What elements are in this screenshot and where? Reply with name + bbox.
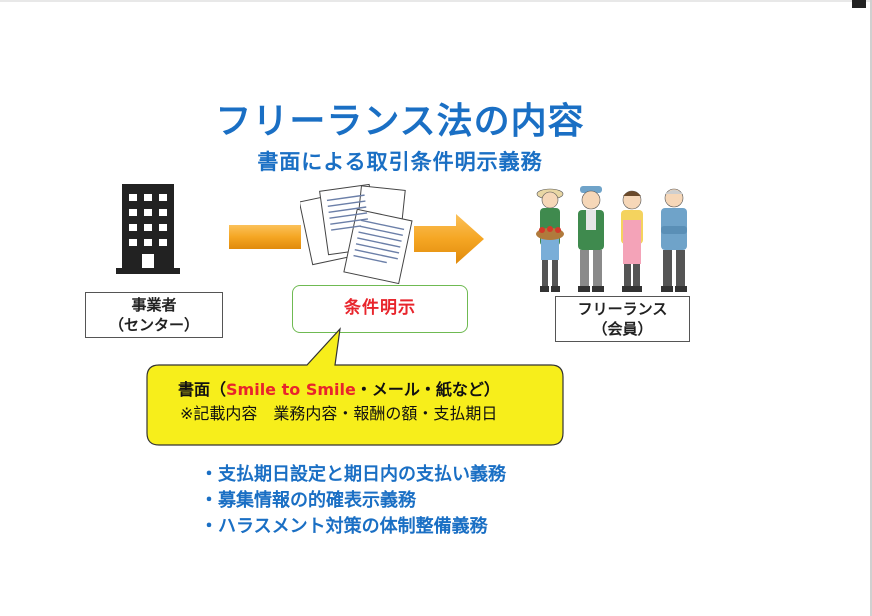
callout-line2: ※記載内容 業務内容・報酬の額・支払期日	[180, 404, 498, 423]
callout-bubble	[145, 327, 567, 453]
callout-line1-suffix: ・メール・紙など）	[355, 380, 500, 399]
business-label: 事業者	[131, 296, 177, 314]
scan-edge-right	[870, 0, 872, 616]
page-title: フリーランス法の内容	[215, 101, 585, 142]
page-subtitle: 書面による取引条件明示義務	[257, 150, 543, 174]
right-arrow-icon	[229, 223, 303, 255]
freelancer-sublabel: （会員）	[592, 320, 653, 338]
documents-icon	[298, 180, 418, 288]
condition-label-box: 条件明示	[292, 285, 468, 333]
callout-highlight: Smile to Smile	[226, 380, 356, 399]
freelancer-label: フリーランス	[577, 300, 668, 318]
right-arrow-icon	[414, 210, 486, 272]
freelancers-people-icon	[528, 180, 700, 300]
obligation-list: 支払期日設定と期日内の支払い義務 募集情報の的確表示義務 ハラスメント対策の体制…	[200, 462, 506, 540]
list-item: ハラスメント対策の体制整備義務	[200, 514, 506, 540]
office-building-icon	[116, 180, 180, 280]
condition-label: 条件明示	[344, 298, 416, 318]
scan-corner-mark	[852, 0, 866, 8]
callout-line1: 書面（Smile to Smile・メール・紙など）	[178, 378, 558, 402]
callout-text: 書面（Smile to Smile・メール・紙など） ※記載内容 業務内容・報酬…	[178, 378, 558, 426]
callout-line1-prefix: 書面（	[178, 380, 227, 399]
business-label-box: 事業者 （センター）	[85, 292, 223, 338]
list-item: 支払期日設定と期日内の支払い義務	[200, 462, 506, 488]
scan-edge-top	[0, 0, 872, 2]
business-sublabel: （センター）	[108, 316, 199, 334]
freelancer-label-box: フリーランス （会員）	[555, 296, 690, 342]
list-item: 募集情報の的確表示義務	[200, 488, 506, 514]
